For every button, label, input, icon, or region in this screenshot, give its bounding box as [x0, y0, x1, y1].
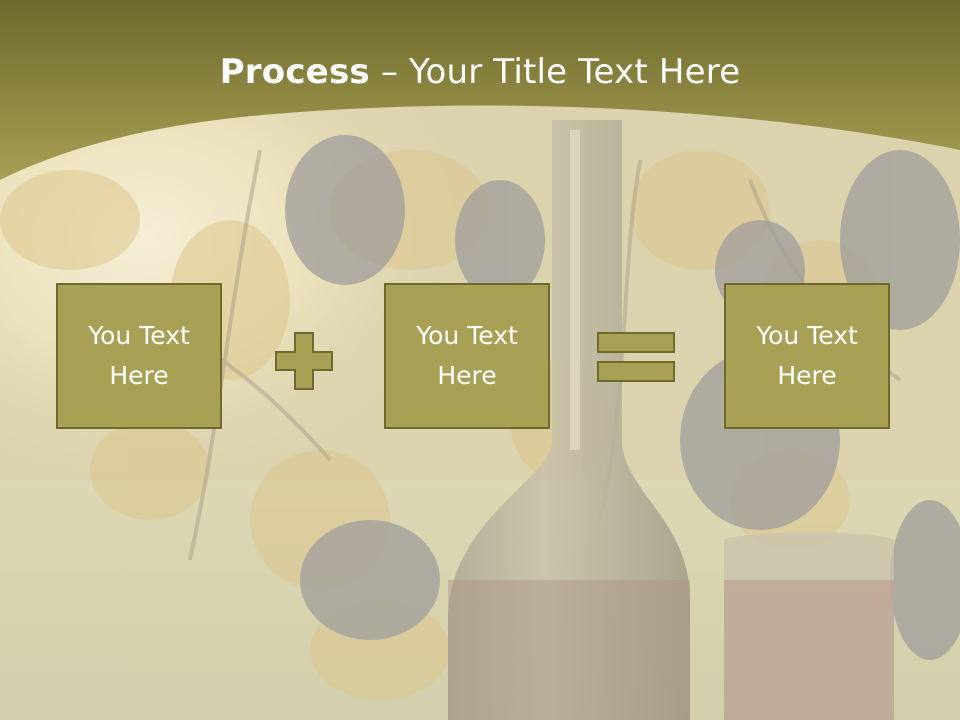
- process-box-1[interactable]: You Text Here: [56, 283, 222, 429]
- header-band: [0, 0, 960, 180]
- process-box-1-text: You Text Here: [88, 321, 190, 390]
- slide-title: Process – Your Title Text Here: [0, 52, 960, 92]
- process-box-2[interactable]: You Text Here: [384, 283, 550, 429]
- process-box-2-text: You Text Here: [416, 321, 518, 390]
- slide-title-bold: Process: [219, 52, 370, 92]
- process-box-3-text: You Text Here: [756, 321, 858, 390]
- equals-icon: [597, 332, 675, 382]
- plus-icon: [275, 332, 333, 390]
- slide-title-rest: – Your Title Text Here: [369, 52, 741, 92]
- process-box-3[interactable]: You Text Here: [724, 283, 890, 429]
